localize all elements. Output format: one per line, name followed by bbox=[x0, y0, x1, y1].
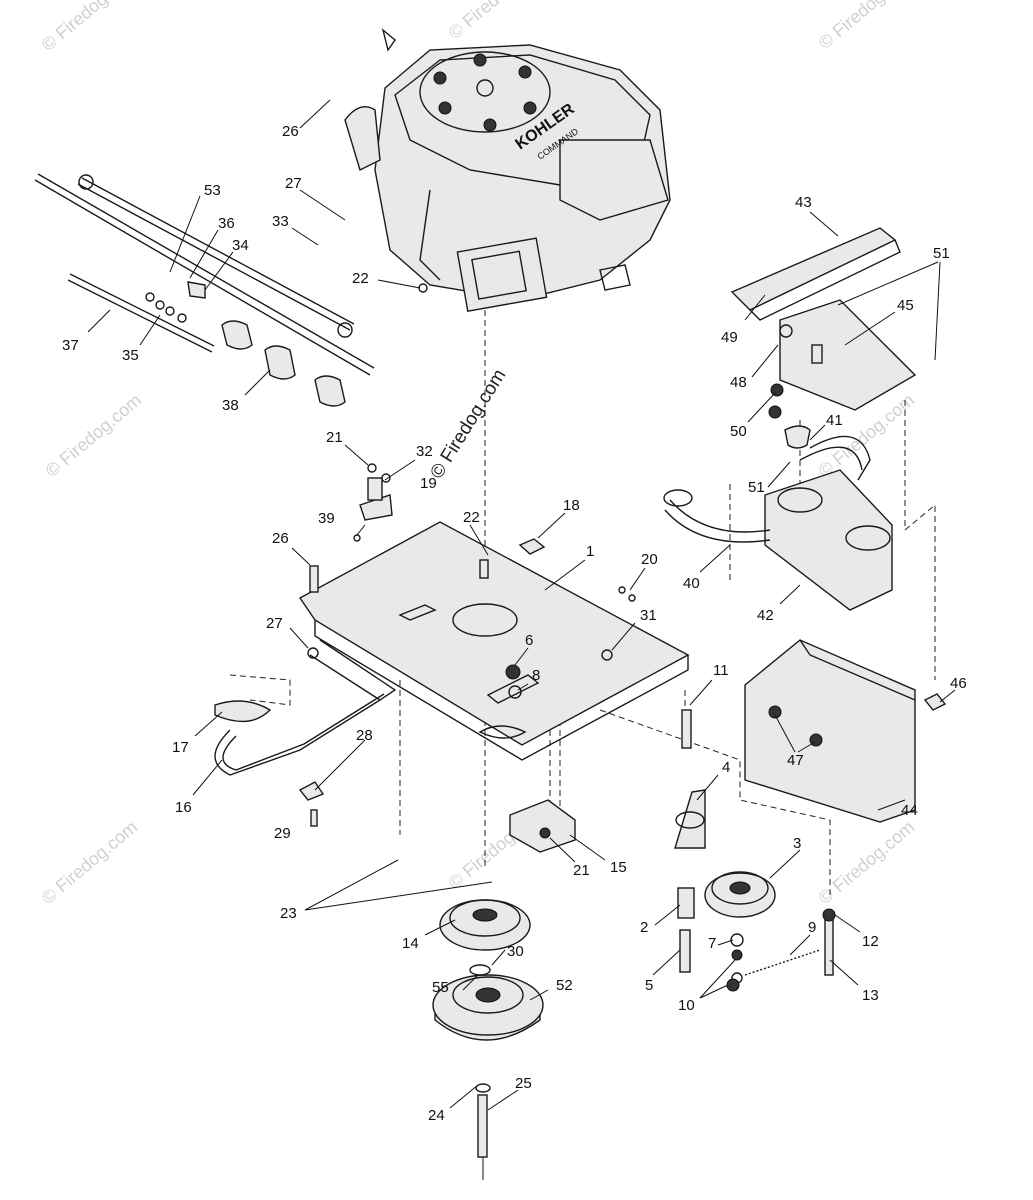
callout-32: 32 bbox=[416, 443, 433, 460]
callout-17: 17 bbox=[172, 739, 189, 756]
callout-21: 21 bbox=[573, 862, 590, 879]
watermark: © Firedog.com bbox=[38, 817, 141, 908]
callout-12: 12 bbox=[862, 933, 879, 950]
idler-pulley-3 bbox=[704, 871, 776, 918]
callout-46: 46 bbox=[950, 675, 967, 692]
callout-22: 22 bbox=[463, 509, 480, 526]
spacer-2-bolt-5 bbox=[677, 887, 695, 973]
heat-shield-43 bbox=[730, 227, 901, 321]
callout-42: 42 bbox=[757, 607, 774, 624]
callout-18: 18 bbox=[563, 497, 580, 514]
callout-34: 34 bbox=[232, 237, 249, 254]
callout-14: 14 bbox=[402, 935, 419, 952]
callout-38: 38 bbox=[222, 397, 239, 414]
watermark: © Firedog.com bbox=[38, 0, 141, 55]
callout-45: 45 bbox=[897, 297, 914, 314]
callout-9: 9 bbox=[808, 919, 816, 936]
callout-27: 27 bbox=[285, 175, 302, 192]
callout-15: 15 bbox=[610, 859, 627, 876]
callout-20: 20 bbox=[641, 551, 658, 568]
engine-assembly: KOHLER COMMAND bbox=[344, 28, 671, 312]
callout-3: 3 bbox=[793, 835, 801, 852]
engine-mount-plate bbox=[298, 521, 690, 761]
callout-55: 55 bbox=[432, 979, 449, 996]
callout-25: 25 bbox=[515, 1075, 532, 1092]
fuel-hose-16 bbox=[214, 693, 385, 827]
callout-21: 21 bbox=[326, 429, 343, 446]
pto-clutch-52 bbox=[432, 964, 544, 1041]
callout-7: 7 bbox=[708, 935, 716, 952]
callout-labels: 26 27 33 22 53 36 34 37 35 38 21 32 19 3… bbox=[62, 123, 967, 1124]
clutch-bolt-25 bbox=[475, 1083, 491, 1158]
callout-51: 51 bbox=[748, 479, 765, 496]
callout-40: 40 bbox=[683, 575, 700, 592]
callout-43: 43 bbox=[795, 194, 812, 211]
callout-33: 33 bbox=[272, 213, 289, 230]
callout-48: 48 bbox=[730, 374, 747, 391]
callout-23: 23 bbox=[280, 905, 297, 922]
callout-37: 37 bbox=[62, 337, 79, 354]
watermark: © Firedog.com bbox=[445, 0, 548, 43]
connector-pieces-35 bbox=[145, 292, 187, 323]
callout-26: 26 bbox=[272, 530, 289, 547]
callout-44: 44 bbox=[901, 802, 918, 819]
idler-arm-4 bbox=[674, 709, 706, 849]
callout-28: 28 bbox=[356, 727, 373, 744]
leader-lines bbox=[87, 99, 956, 1180]
callout-4: 4 bbox=[722, 759, 730, 776]
bolt-13 bbox=[822, 908, 836, 976]
callout-31: 31 bbox=[640, 607, 657, 624]
callout-36: 36 bbox=[218, 215, 235, 232]
watermark: © Firedog.com bbox=[815, 0, 918, 53]
callout-30: 30 bbox=[507, 943, 524, 960]
callout-1: 1 bbox=[586, 543, 594, 560]
callout-16: 16 bbox=[175, 799, 192, 816]
watermark: © Firedog.com bbox=[42, 390, 145, 481]
callout-29: 29 bbox=[274, 825, 291, 842]
watermark-main: © Firedog.com bbox=[426, 366, 510, 483]
callout-53: 53 bbox=[204, 182, 221, 199]
callout-11: 11 bbox=[713, 662, 729, 679]
callout-27: 27 bbox=[266, 615, 283, 632]
bracket-45 bbox=[768, 299, 917, 419]
callout-39: 39 bbox=[318, 510, 335, 527]
callout-24: 24 bbox=[428, 1107, 445, 1124]
muffler-42 bbox=[663, 435, 893, 611]
callout-10: 10 bbox=[678, 997, 695, 1014]
callout-47: 47 bbox=[787, 752, 804, 769]
callout-35: 35 bbox=[122, 347, 139, 364]
callout-13: 13 bbox=[862, 987, 879, 1004]
callout-50: 50 bbox=[730, 423, 747, 440]
callout-19: 19 bbox=[420, 475, 437, 492]
lower-shield-44 bbox=[744, 639, 947, 823]
callout-2: 2 bbox=[640, 919, 648, 936]
callout-52: 52 bbox=[556, 977, 573, 994]
engine-pulley-14 bbox=[439, 899, 531, 951]
bracket-15 bbox=[509, 799, 576, 853]
callout-6: 6 bbox=[525, 632, 533, 649]
spark-plug-boots-38 bbox=[221, 320, 346, 407]
callout-5: 5 bbox=[645, 977, 653, 994]
spring-9 bbox=[731, 949, 821, 984]
callout-51: 51 bbox=[933, 245, 950, 262]
solenoid-19 bbox=[359, 463, 393, 521]
hardware bbox=[307, 283, 636, 680]
left-harness-group bbox=[34, 173, 375, 407]
callout-26: 26 bbox=[282, 123, 299, 140]
washers-7-10 bbox=[726, 933, 744, 992]
callout-22: 22 bbox=[352, 270, 369, 287]
callout-8: 8 bbox=[532, 667, 540, 684]
callout-41: 41 bbox=[826, 412, 843, 429]
callout-49: 49 bbox=[721, 329, 738, 346]
gasket-41 bbox=[784, 425, 811, 449]
